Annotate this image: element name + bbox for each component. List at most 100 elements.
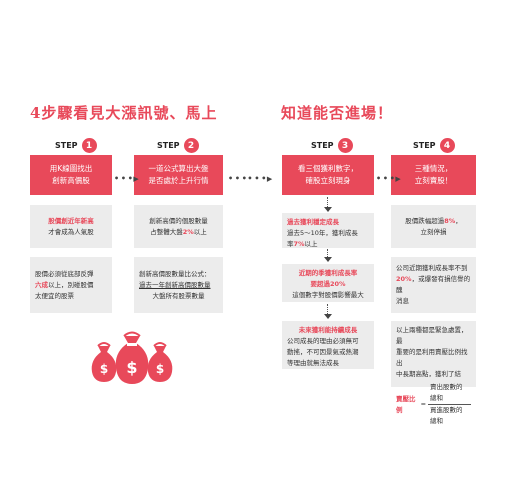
step-4-title-line-2: 立刻賣股！ (414, 176, 453, 185)
col-2-box-1-pre: 占整體大盤 (150, 227, 183, 236)
col-3-connector-1 (327, 197, 329, 207)
col-3-box-1-pre: 率 (287, 240, 294, 248)
step-4-text: STEP (413, 141, 436, 150)
formula-denominator: 買進股數的總和 (430, 406, 463, 425)
sell-pressure-formula: 賣壓比例 = 賣出股數的總和 買進股數的總和 (396, 382, 471, 427)
arrow-head-icon: ▶ (395, 174, 401, 183)
arrow-step-3-to-4: • • • ▶ (376, 174, 401, 183)
col-4-box-1-pre: 股價跌幅超過 (405, 216, 445, 225)
money-bags-icon: $ $ $ (91, 331, 173, 384)
col-3-arrowhead-1-icon (324, 207, 332, 212)
step-4-label: STEP 4 (413, 138, 455, 153)
svg-text:$: $ (126, 358, 137, 377)
col-1-box-1-line-1: 股價創近年新高 (48, 216, 94, 225)
col-4-box-2-red: 20% (396, 275, 412, 283)
arrow-step-1-to-2: • • • ▶ (114, 174, 139, 183)
col-3-box-2-line-2: 要超過20% (287, 279, 369, 290)
col-3-box-2-line-3: 這個數字對股價影響最大 (292, 291, 364, 299)
col-2-box-2-line-3: 大盤所有股票數量 (152, 291, 205, 300)
col-3-box-2-pre: 要超過 (310, 280, 330, 288)
col-4-box-2-rest: ，或爆發有損信譽的醜 (396, 275, 471, 294)
col-2-box-1: 創新高價的個股數量 占整體大盤2%以上 (134, 205, 223, 248)
step-3-label: STEP 3 (311, 138, 353, 153)
col-3-box-1-line-1: 過去獲利穩定成長 (287, 218, 339, 226)
heading-left: 4步驟看見大漲訊號、馬上 (30, 104, 218, 122)
step-1-text: STEP (55, 141, 78, 150)
col-4-box-1-red: 8% (444, 216, 456, 225)
col-4-box-1-line-2: 立刻停損 (420, 227, 447, 236)
col-2-box-1-line-2: 占整體大盤2%以上 (139, 227, 218, 238)
arrow-dots: • • • (228, 174, 247, 183)
col-3-box-3-line-1: 未來獲利能持續成長 (298, 326, 358, 334)
arrow-head-icon: ▶ (133, 174, 139, 183)
money-bag-center-icon: $ (115, 331, 149, 384)
formula-numerator: 賣出股數的總和 (428, 382, 471, 405)
step-3-title-box: 看三個獲利數字， 確股立刻現身 (282, 155, 374, 195)
step-2-text: STEP (157, 141, 180, 150)
col-2-box-1-post: 以上 (193, 227, 207, 236)
col-3-box-1-post: 以上 (304, 240, 318, 248)
col-3-connector-3 (327, 304, 329, 314)
arrow-head-icon: ▶ (266, 174, 272, 183)
col-4-box-1-post: ， (455, 216, 462, 225)
step-2-label: STEP 2 (157, 138, 199, 153)
step-1-title-line-2: 創新高價股 (52, 176, 90, 185)
col-3-box-1-line-3: 率7%以上 (287, 239, 369, 250)
step-2-title-box: 一道公式算出大盤 是否處於上升行情 (134, 155, 223, 195)
col-2-box-2: 創新高價股數量比公式： 過去一年創新高價股數量 大盤所有股票數量 (134, 257, 223, 313)
col-3-box-1-red: 7% (293, 240, 305, 248)
heading-right: 知道能否進場！ (281, 104, 394, 122)
col-1-box-2-rest-text: 以上，別碰股價 (48, 280, 94, 289)
col-3-arrowhead-3-icon (324, 314, 332, 319)
col-4-box-2-line-2: 20%，或爆發有損信譽的醜 (396, 274, 471, 296)
col-4-box-2: 公司近期獲利成長率不到 20%，或爆發有損信譽的醜 消息 (391, 257, 476, 313)
formula-equals: = (420, 400, 427, 408)
money-bag-right-icon: $ (147, 342, 173, 382)
col-4-box-2-line-3: 消息 (396, 297, 409, 305)
col-2-box-2-line-1: 創新高價股數量比公式： (139, 269, 211, 278)
col-1-box-2-red-text: 六成 (35, 280, 48, 289)
col-4-box-2-line-1: 公司近期獲利成長率不到 (396, 264, 468, 272)
step-4-number: 4 (439, 138, 455, 153)
col-2-box-1-red: 2% (182, 227, 194, 236)
step-1-label: STEP 1 (55, 138, 97, 153)
col-3-box-2: 近期的季獲利成長率 要超過20% 這個數字對股價影響最大 (282, 264, 374, 302)
col-1-box-2-line-1: 股價必須從底部反彈 (35, 269, 94, 278)
col-3-connector-2 (327, 249, 329, 257)
arrow-dots: • • • (376, 174, 395, 183)
step-3-title-line-2: 確股立刻現身 (305, 176, 351, 185)
col-4-box-3-line-1: 以上兩種都是緊急處置，最 (396, 326, 468, 345)
step-2-title-line-2: 是否處於上升行情 (148, 176, 209, 185)
col-4-box-1-line-1: 股價跌幅超過8%， (396, 216, 471, 227)
arrow-step-2-to-3: • • • • • • ▶ (228, 174, 272, 183)
col-1-box-2: 股價必須從底部反彈 六成以上，別碰股價 太便宜的股票 (30, 257, 112, 313)
step-3-number: 3 (337, 138, 353, 153)
col-4-box-3-line-3: 中長期高點，獲利了結 (396, 370, 461, 378)
svg-text:$: $ (156, 362, 164, 376)
step-2-number: 2 (183, 138, 199, 153)
col-3-box-1: 過去獲利穩定成長 過去5～10年，獲利成長 率7%以上 (282, 213, 374, 248)
col-4-box-3-line-2: 重要的是利用賣壓比例找出 (396, 348, 468, 367)
formula-label: 賣壓比例 (396, 394, 416, 414)
col-3-box-2-line-1: 近期的季獲利成長率 (298, 269, 358, 277)
col-1-box-1-line-2: 才會成為人氣股 (48, 227, 94, 236)
svg-text:$: $ (100, 362, 108, 376)
col-1-box-2-line-2: 六成以上，別碰股價 (35, 280, 107, 291)
col-4-box-3: 以上兩種都是緊急處置，最 重要的是利用賣壓比例找出 中長期高點，獲利了結 賣壓比… (391, 321, 476, 425)
step-4-title-line-1: 三種情況， (414, 164, 453, 173)
col-3-box-3: 未來獲利能持續成長 公司成長的理由必須無可 動搖，不可因景氣或熱潮 等理由就無法… (282, 321, 374, 369)
col-3-box-3-line-3: 動搖，不可因景氣或熱潮 (287, 348, 359, 356)
arrow-dots: • • • (114, 174, 133, 183)
step-1-number: 1 (81, 138, 97, 153)
col-2-box-2-line-2: 過去一年創新高價股數量 (139, 280, 211, 289)
col-4-box-1: 股價跌幅超過8%， 立刻停損 (391, 205, 476, 248)
col-3-arrowhead-2-icon (324, 257, 332, 262)
step-4-title-box: 三種情況， 立刻賣股！ (391, 155, 476, 195)
col-1-box-1: 股價創近年新高 才會成為人氣股 (30, 205, 112, 248)
step-3-title-line-1: 看三個獲利數字， (298, 164, 358, 173)
col-3-box-3-line-4: 等理由就無法成長 (287, 359, 339, 367)
arrow-dots-extra: • • • (247, 174, 266, 183)
col-3-box-3-line-2: 公司成長的理由必須無可 (287, 337, 359, 345)
col-2-box-1-line-1: 創新高價的個股數量 (149, 216, 208, 225)
formula-fraction: 賣出股數的總和 買進股數的總和 (428, 382, 471, 427)
